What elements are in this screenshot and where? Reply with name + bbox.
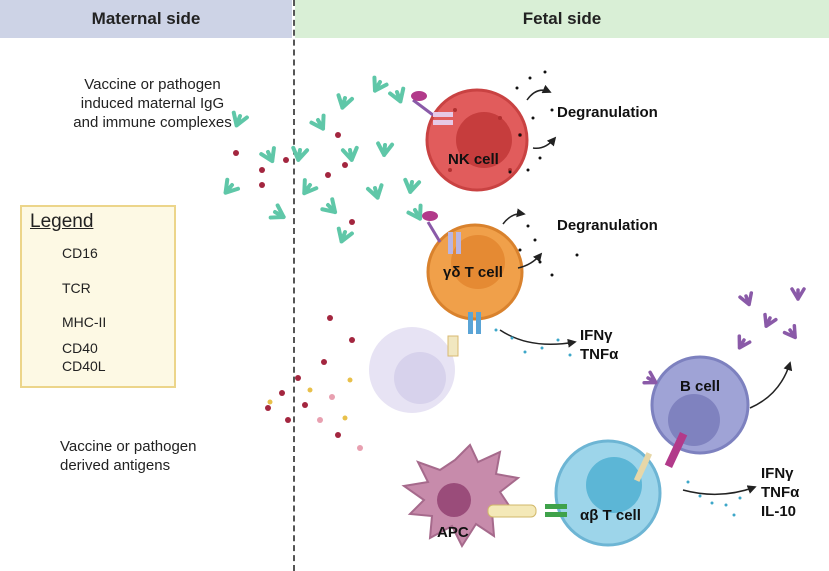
gd-tnfa: TNFα bbox=[580, 346, 619, 363]
gd-t-cell-label: γδ T cell bbox=[443, 264, 503, 281]
antigen-dots bbox=[265, 315, 363, 451]
apc-cell bbox=[401, 443, 537, 549]
secreted-antibodies bbox=[732, 287, 806, 353]
legend: Legend bbox=[20, 205, 176, 388]
ab-ifng: IFNγ bbox=[761, 465, 794, 482]
maternal-side-header: Maternal side bbox=[0, 0, 292, 38]
gd-cytokines: IFNγ TNFα bbox=[580, 326, 618, 364]
maternal-fetal-divider bbox=[293, 0, 295, 571]
ab-t-cell-label: αβ T cell bbox=[580, 507, 641, 524]
antigen-line-1: Vaccine or pathogen bbox=[60, 438, 197, 455]
antigen-line-2: derived antigens bbox=[60, 457, 171, 474]
igg-line-3: and immune complexes bbox=[73, 114, 232, 131]
degranulation-gd: Degranulation bbox=[557, 217, 658, 234]
ab-cytokines: IFNγ TNFα IL-10 bbox=[761, 464, 799, 521]
cytokines bbox=[494, 328, 742, 517]
degranulation-nk: Degranulation bbox=[557, 104, 658, 121]
igg-line-2: induced maternal IgG bbox=[80, 95, 225, 112]
fetal-side-header: Fetal side bbox=[295, 0, 829, 38]
maternal-igg-cluster bbox=[218, 75, 429, 246]
legend-cd40l: CD40L bbox=[62, 358, 106, 374]
legend-cd40: CD40 bbox=[62, 340, 98, 356]
nk-cell bbox=[411, 88, 529, 192]
gd-ifng: IFNγ bbox=[580, 327, 613, 344]
legend-tcr: TCR bbox=[62, 280, 91, 296]
arrows bbox=[499, 84, 793, 496]
antigen-description: Vaccine or pathogen derived antigens bbox=[60, 437, 260, 475]
ab-tnfa: TNFα bbox=[761, 484, 800, 501]
legend-cd16: CD16 bbox=[62, 245, 98, 261]
legend-title: Legend bbox=[30, 211, 94, 232]
nk-cell-label: NK cell bbox=[448, 151, 499, 168]
faded-cell bbox=[369, 327, 459, 413]
ab-il10: IL-10 bbox=[761, 503, 797, 520]
granules bbox=[508, 70, 579, 277]
legend-mhc-ii: MHC-II bbox=[62, 314, 107, 330]
igg-description: Vaccine or pathogen induced maternal IgG… bbox=[40, 75, 265, 132]
b-cell-label: B cell bbox=[680, 378, 721, 395]
apc-label: APC bbox=[437, 524, 469, 541]
igg-line-1: Vaccine or pathogen bbox=[84, 76, 221, 93]
gd-t-cell bbox=[422, 211, 524, 334]
ab-t-cell bbox=[545, 439, 662, 547]
b-cell bbox=[642, 355, 750, 469]
